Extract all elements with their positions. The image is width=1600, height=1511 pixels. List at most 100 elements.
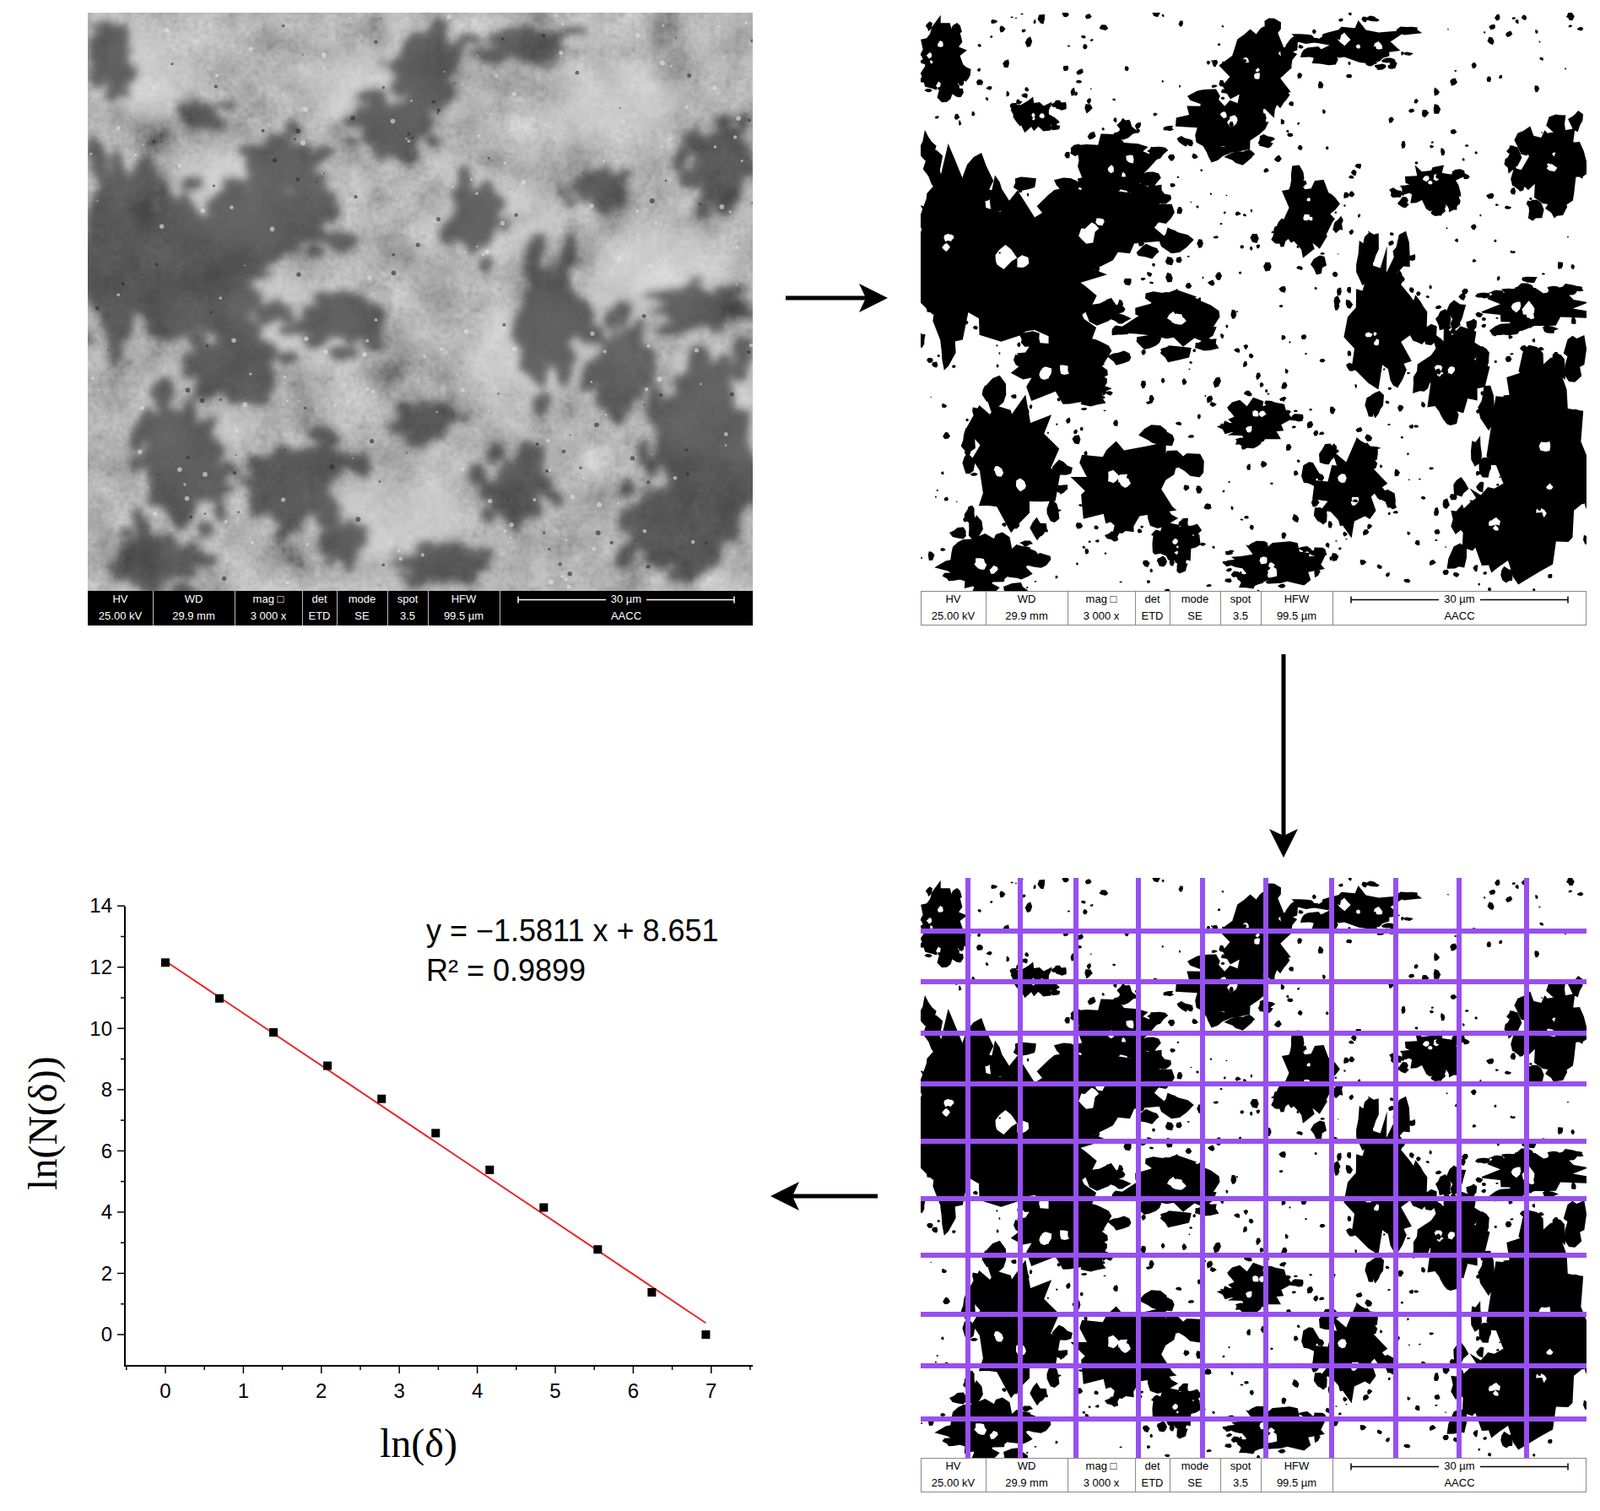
sem-shadow — [682, 282, 701, 292]
sem-speck — [685, 105, 689, 109]
pore-region — [1461, 288, 1469, 295]
sem-shadow — [532, 60, 546, 67]
pore-region — [1129, 204, 1134, 207]
pore-region — [1077, 275, 1083, 280]
pore-region — [1313, 507, 1328, 525]
pore-region — [1506, 524, 1523, 552]
sem-speck — [558, 562, 563, 566]
pore-region — [1103, 410, 1107, 412]
cell-divider — [427, 590, 429, 626]
pore-region — [999, 26, 1006, 33]
pore-region — [1490, 551, 1495, 557]
pore-region — [1029, 517, 1048, 541]
pore-region — [1579, 159, 1586, 168]
pore-region — [1073, 266, 1076, 271]
sem-shadow — [693, 508, 712, 532]
pore-region — [951, 38, 958, 44]
pore-region — [1254, 433, 1266, 443]
pore-region — [1510, 167, 1533, 190]
sem-shadow — [109, 572, 127, 581]
pore-region — [1176, 561, 1188, 573]
pore-region — [1080, 427, 1084, 432]
pore-region — [1194, 1201, 1220, 1216]
pore-region — [1142, 560, 1151, 568]
pore-region — [943, 432, 951, 439]
pore-region — [1274, 155, 1282, 163]
pore-region — [1149, 568, 1153, 573]
pore-region — [1145, 1156, 1175, 1173]
pore-region — [931, 362, 938, 368]
pore-region — [1364, 395, 1376, 417]
pore-region — [1223, 210, 1227, 214]
sem-speck — [185, 387, 191, 393]
pore-region — [1065, 390, 1072, 396]
pore-region — [1318, 431, 1325, 435]
pore-region — [1394, 469, 1401, 477]
sem-shadow — [90, 148, 111, 193]
sem-shadow — [431, 400, 444, 408]
pore-region — [1145, 291, 1175, 308]
pore-region — [1124, 65, 1130, 71]
sem-speck — [322, 172, 325, 174]
pore-region — [1319, 252, 1325, 255]
pore-region — [1195, 205, 1199, 209]
pore-region — [1351, 499, 1358, 503]
sem-shadow — [180, 354, 203, 368]
sem-speck — [713, 145, 718, 149]
pore-region — [1347, 350, 1352, 356]
pore-region — [940, 334, 956, 371]
pore-region — [1264, 18, 1282, 42]
pore-region — [1345, 363, 1352, 368]
pore-region — [996, 363, 1000, 368]
sem-speck — [535, 442, 540, 446]
pore-region — [1428, 467, 1434, 471]
pore-region — [1176, 256, 1183, 264]
binary-area — [920, 12, 1587, 591]
pore-region — [925, 886, 933, 897]
sem-shadow — [305, 424, 336, 444]
sem-speck — [602, 160, 606, 163]
pore-region — [1429, 284, 1433, 289]
sem-speck — [668, 137, 672, 141]
pore-region — [1302, 570, 1309, 578]
sem-speck — [286, 399, 289, 402]
pore-region — [1021, 29, 1027, 33]
sem-shadow — [620, 476, 636, 498]
pore-region — [1103, 453, 1110, 457]
pore-region — [1303, 576, 1310, 583]
pore-region — [1059, 331, 1065, 336]
sem-speck — [170, 529, 173, 531]
pore-region — [944, 497, 949, 502]
sem-speck — [306, 542, 309, 546]
pore-region — [1243, 135, 1249, 141]
pore-region — [1462, 157, 1465, 161]
sem-speck — [453, 82, 455, 85]
sem-speck — [329, 464, 335, 470]
pore-region — [1488, 519, 1496, 526]
pore-region — [1396, 278, 1399, 280]
pore-region — [1113, 117, 1117, 123]
pore-region — [1577, 463, 1587, 510]
pore-region — [1146, 1011, 1168, 1026]
pore-region — [1524, 178, 1530, 182]
sem-speck — [508, 536, 512, 540]
pore-region — [1204, 341, 1214, 349]
binary-ground — [920, 12, 1587, 591]
sem-shadow — [320, 548, 326, 554]
pore-region — [1555, 1148, 1580, 1161]
pore-region — [942, 329, 949, 336]
sem-shadow — [488, 192, 508, 218]
pore-region — [1023, 565, 1027, 570]
pore-region — [1006, 90, 1011, 97]
pore-region — [1266, 393, 1270, 395]
pore-region — [1487, 37, 1495, 46]
cell-divider — [985, 590, 987, 626]
pore-region — [1351, 169, 1357, 176]
pore-region — [1317, 473, 1325, 482]
pore-region — [1500, 566, 1514, 584]
sem-shadow — [107, 334, 123, 371]
sem-speck — [490, 113, 492, 115]
sem-shadow — [667, 566, 681, 584]
sem-speck — [321, 52, 327, 58]
pore-region — [1447, 1231, 1455, 1240]
